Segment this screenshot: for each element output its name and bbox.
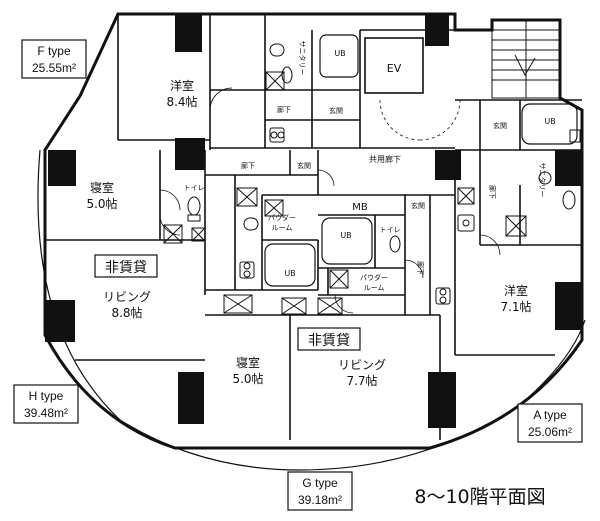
g-living-name: リビング (338, 358, 386, 372)
powder-room-label-g-2: ルーム (364, 284, 385, 292)
type-box-h: H type 39.48m² (13, 384, 79, 424)
ub-label-a: UB (544, 117, 555, 126)
h-living-name: リビング (103, 290, 151, 304)
plan-title: 8〜10階平面図 (414, 486, 545, 508)
a-western-room-size: 7.1帖 (500, 299, 531, 314)
powder-room-label-h-2: ルーム (272, 224, 293, 232)
entrance-label-g: 玄関 (411, 201, 425, 210)
building-outline (43, 12, 584, 450)
type-box-h-area: 39.48m² (24, 406, 68, 420)
ev-label: EV (387, 62, 402, 75)
type-box-h-name: H type (29, 389, 64, 403)
h-living-size: 8.8帖 (111, 305, 142, 320)
interior-walls (45, 14, 582, 440)
corridor-label-f: 廊下 (277, 105, 291, 114)
ub-label-f: UB (334, 49, 345, 58)
corridor-label-g: 廊下 (416, 261, 425, 275)
f-western-room-size: 8.4帖 (166, 94, 197, 109)
h-bedroom-name: 寝室 (90, 180, 114, 195)
type-box-g: G type 39.18m² (287, 471, 353, 511)
type-box-f-name: F type (37, 44, 71, 58)
a-western-room-name: 洋室 (504, 283, 528, 298)
ub-label-g: UB (340, 231, 351, 240)
type-box-a-area: 25.06m² (528, 425, 572, 439)
toilet-label-h: トイレ (184, 184, 205, 192)
g-living-size: 7.7帖 (346, 373, 377, 388)
door-swings (159, 87, 501, 314)
fixtures (163, 43, 581, 315)
toilet-label-g: トイレ (380, 226, 401, 234)
corridor-label-a: 廊下 (488, 185, 497, 199)
g-bedroom-size: 5.0帖 (232, 371, 263, 386)
type-box-g-name: G type (302, 476, 338, 490)
type-box-a: A type 25.06m² (517, 403, 583, 443)
ub-label-h: UB (284, 269, 295, 278)
type-box-f: F type 25.55m² (21, 39, 87, 79)
toilets (187, 66, 576, 253)
entrance-label-f: 玄関 (329, 106, 343, 115)
g-bedroom-name: 寝室 (236, 355, 260, 370)
non-rental-badge-g-text: 非賃貸 (308, 333, 350, 349)
sanitary-label-a: サニタリー (538, 163, 547, 198)
sanitary-label-f: サニタリー (298, 41, 307, 76)
powder-room-label-g-1: パウダー (360, 273, 388, 282)
entrance-label-h: 玄関 (297, 161, 311, 170)
type-box-f-area: 25.55m² (32, 61, 76, 75)
mb-label: MB (352, 202, 368, 213)
non-rental-badge-g (297, 327, 361, 351)
powder-room-label-h-1: パウダー (268, 213, 296, 222)
non-rental-badge-h-text: 非賃貸 (105, 260, 147, 276)
corridor-label-h: 廊下 (241, 161, 255, 170)
h-bedroom-size: 5.0帖 (86, 196, 117, 211)
unit-baths (264, 34, 578, 287)
staircase (491, 19, 561, 99)
type-box-g-area: 39.18m² (298, 493, 342, 507)
type-box-a-name: A type (533, 408, 567, 422)
entrance-label-a: 玄関 (493, 121, 507, 130)
non-rental-badge-h (94, 254, 158, 278)
f-western-room-name: 洋室 (170, 78, 194, 93)
common-corridor-label: 共用廊下 (369, 154, 401, 164)
structural-columns (45, 14, 583, 428)
